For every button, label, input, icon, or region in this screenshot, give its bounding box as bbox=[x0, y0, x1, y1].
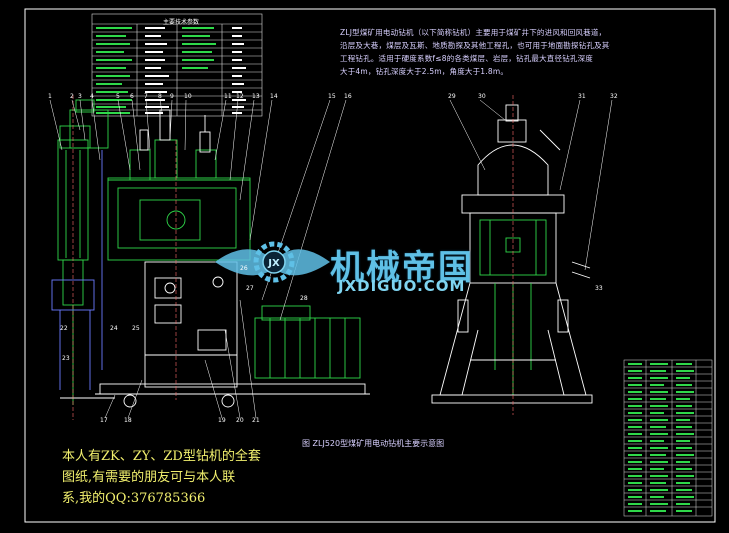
callout-number: 6 bbox=[130, 93, 134, 100]
callout-number: 7 bbox=[144, 93, 148, 100]
callout-number: 1 bbox=[48, 93, 52, 100]
parameter-table-values bbox=[145, 27, 246, 114]
callout-number: 2 bbox=[70, 93, 74, 100]
drill-front-view bbox=[51, 95, 370, 420]
parts-list bbox=[623, 359, 713, 517]
callout-number: 25 bbox=[132, 325, 140, 332]
note-line: 工程钻孔。适用于硬度系数f≤8的各类煤层、岩层，钻孔最大直径钻孔深度 bbox=[340, 54, 593, 63]
callout-number: 26 bbox=[240, 265, 248, 272]
callout-number: 32 bbox=[610, 93, 618, 100]
callout-number: 30 bbox=[478, 93, 486, 100]
drill-side-view bbox=[431, 95, 593, 415]
parameter-table-title: 主要技术参数 bbox=[162, 19, 199, 26]
callout-number: 18 bbox=[124, 417, 132, 424]
contact-line: 本人有ZK、ZY、ZD型钻机的全套 bbox=[62, 449, 261, 464]
callout-number: 23 bbox=[62, 355, 70, 362]
callout-number: 8 bbox=[158, 93, 162, 100]
callout-number: 24 bbox=[110, 325, 118, 332]
callout-number: 9 bbox=[170, 93, 174, 100]
watermark-emblem: JX bbox=[215, 241, 330, 283]
watermark-title: 机械帝国 bbox=[330, 248, 474, 288]
parts-list-entries bbox=[628, 363, 694, 512]
callout-number: 21 bbox=[252, 417, 260, 424]
technical-notes: ZLJ型煤矿用电动钻机（以下简称钻机）主要用于煤矿井下的进风和回风巷道， 沿层及… bbox=[340, 26, 610, 78]
callout-number: 16 bbox=[344, 93, 352, 100]
callout-number: 3 bbox=[78, 93, 82, 100]
callout-number: 15 bbox=[328, 93, 336, 100]
figure-caption: 图 ZLJ520型煤矿用电动钻机主要示意图 bbox=[302, 439, 445, 448]
callout-number: 10 bbox=[184, 93, 192, 100]
callout-number: 28 bbox=[300, 295, 308, 302]
callout-number: 33 bbox=[595, 285, 603, 292]
callout-number: 17 bbox=[100, 417, 108, 424]
watermark-badge: JX bbox=[267, 258, 280, 269]
parameter-table bbox=[91, 13, 263, 117]
parameter-table-cells bbox=[96, 27, 216, 114]
callout-number: 11 bbox=[224, 93, 232, 100]
note-line: 大于4m，钻孔深度大于2.5m，角度大于1.8m。 bbox=[340, 67, 509, 76]
callout-number: 27 bbox=[246, 285, 254, 292]
watermark-url: JXDIGUO.COM bbox=[338, 277, 466, 295]
contact-line: 系,我的QQ:376785366 bbox=[62, 491, 206, 506]
callout-number: 20 bbox=[236, 417, 244, 424]
callout-number: 31 bbox=[578, 93, 586, 100]
callout-number: 13 bbox=[252, 93, 260, 100]
note-line: 沿层及大巷，煤层及瓦斯、地质勘探及其他工程孔，也可用于地面勘探钻孔及其他 bbox=[340, 41, 610, 50]
leader-lines bbox=[49, 99, 613, 419]
drawing-frame bbox=[24, 8, 716, 523]
callout-number: 4 bbox=[90, 93, 94, 100]
callout-number: 22 bbox=[60, 325, 68, 332]
callout-number: 29 bbox=[448, 93, 456, 100]
callout-number: 14 bbox=[270, 93, 278, 100]
contact-line: 图纸,有需要的朋友可与本人联 bbox=[62, 470, 236, 485]
note-line: ZLJ型煤矿用电动钻机（以下简称钻机）主要用于煤矿井下的进风和回风巷道， bbox=[340, 28, 607, 37]
callout-number: 5 bbox=[116, 93, 120, 100]
callout-number: 12 bbox=[236, 93, 244, 100]
callout-number: 19 bbox=[218, 417, 226, 424]
contact-note: 本人有ZK、ZY、ZD型钻机的全套 图纸,有需要的朋友可与本人联 系,我的QQ:… bbox=[62, 446, 322, 509]
